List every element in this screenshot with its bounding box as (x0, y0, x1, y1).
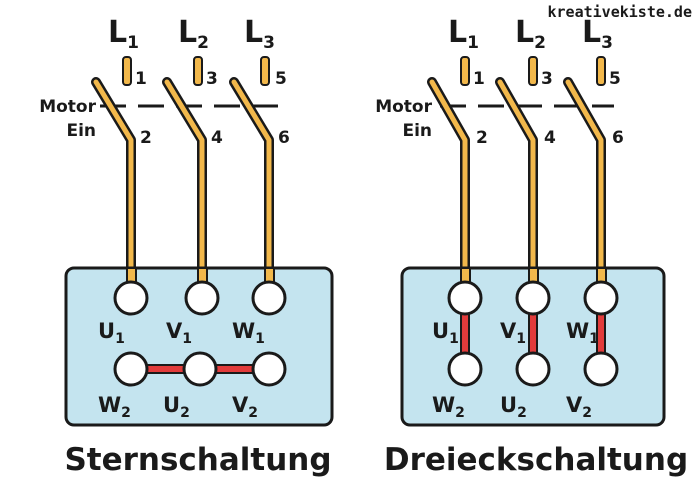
terminal-u1 (447, 280, 483, 316)
diagram-title-star: Sternschaltung (64, 442, 331, 478)
wire-l2 (495, 77, 538, 295)
watermark: kreativekiste.de (548, 3, 693, 21)
contactor-label-motor: Motor (375, 97, 432, 117)
terminal-v2 (251, 351, 287, 387)
contact-number: 1 (135, 69, 147, 89)
contactor-label-ein: Ein (402, 121, 432, 141)
star-connection-diagram: L1 L2 L3 1 3 5 Motor Ein 2 4 6 (39, 15, 334, 478)
terminal-label-v2: V2 (566, 393, 592, 421)
terminal-label-u1: U1 (432, 319, 459, 347)
supply-stub-l3 (260, 56, 270, 86)
terminal-v1 (184, 280, 220, 316)
wire-l3 (563, 77, 606, 295)
terminal-label-w1: W1 (232, 319, 265, 347)
contact-number: 3 (206, 69, 218, 89)
delta-connection-diagram: L1 L2 L3 1 3 5 Motor Ein 2 4 6 (375, 15, 688, 478)
contact-number: 6 (278, 128, 290, 148)
phase-label-l2: L2 (515, 15, 546, 53)
phase-label-l1: L1 (448, 15, 479, 53)
contact-number: 5 (609, 69, 621, 89)
contact-number: 6 (612, 128, 624, 148)
terminal-w2 (447, 351, 483, 387)
phase-label-l3: L3 (582, 15, 613, 53)
terminal-u2 (182, 351, 218, 387)
delta-bridge-1 (460, 298, 470, 369)
terminal-label-w2: W2 (432, 393, 465, 421)
terminal-label-u2: U2 (500, 393, 527, 421)
supply-stub-l1 (122, 56, 132, 86)
terminal-v1 (515, 280, 551, 316)
terminal-v2 (583, 351, 619, 387)
terminal-w1 (251, 280, 287, 316)
terminal-label-w1: W1 (566, 319, 599, 347)
contact-number: 2 (476, 128, 488, 148)
diagram-title-delta: Dreieckschaltung (384, 442, 688, 478)
terminal-label-u2: U2 (163, 393, 190, 421)
terminal-u2 (515, 351, 551, 387)
wire-l1 (427, 77, 470, 295)
supply-stub-l2 (528, 56, 538, 86)
terminal-label-v2: V2 (232, 393, 258, 421)
contact-number: 5 (275, 69, 287, 89)
contact-number: 4 (211, 128, 223, 148)
phase-label-l2: L2 (178, 15, 209, 53)
contactor-label-motor: Motor (39, 97, 96, 117)
terminal-label-v1: V1 (500, 319, 526, 347)
terminal-w2 (113, 351, 149, 387)
phase-label-l1: L1 (108, 15, 139, 53)
contact-number: 3 (541, 69, 553, 89)
wire-l2 (162, 77, 207, 295)
terminal-label-v1: V1 (166, 319, 192, 347)
contact-number: 1 (473, 69, 485, 89)
terminal-u1 (113, 280, 149, 316)
supply-stub-l1 (460, 56, 470, 86)
wire-l3 (229, 77, 274, 295)
phase-label-l3: L3 (244, 15, 275, 53)
terminal-label-u1: U1 (98, 319, 125, 347)
terminal-label-w2: W2 (98, 393, 131, 421)
delta-bridge-3 (596, 298, 606, 369)
delta-bridge-2 (528, 298, 538, 369)
wire-l1 (91, 77, 136, 295)
contactor-label-ein: Ein (66, 121, 96, 141)
terminal-w1 (583, 280, 619, 316)
supply-stub-l3 (596, 56, 606, 86)
contact-number: 4 (544, 128, 556, 148)
supply-stub-l2 (193, 56, 203, 86)
contact-number: 2 (140, 128, 152, 148)
